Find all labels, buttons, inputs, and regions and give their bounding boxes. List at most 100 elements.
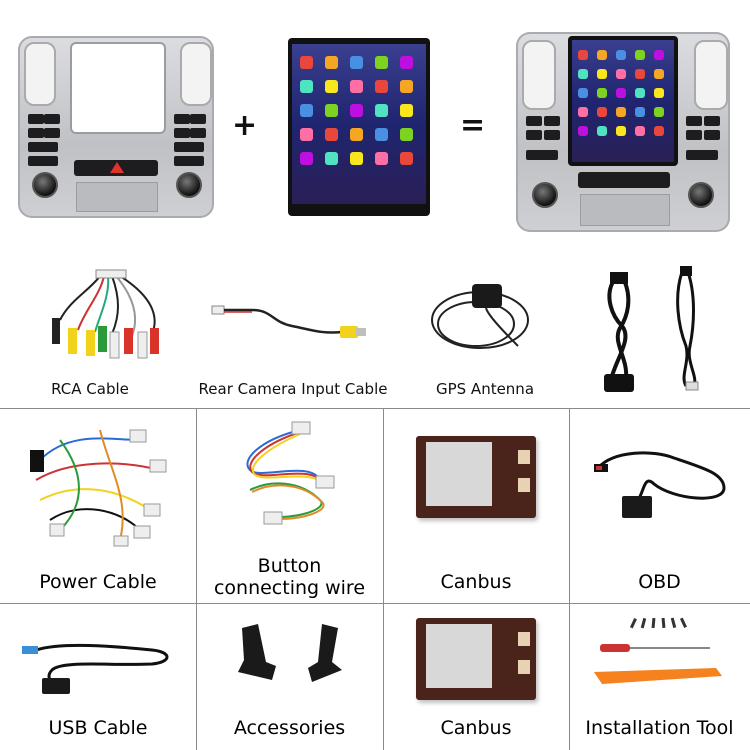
dash-frame-installed bbox=[516, 32, 730, 232]
usb-cable-caption: USB Cable bbox=[48, 717, 148, 739]
grid-line-h bbox=[0, 603, 750, 604]
app-icon bbox=[350, 80, 363, 93]
app-icon bbox=[325, 104, 338, 117]
dash-button bbox=[28, 114, 44, 124]
dash-button bbox=[190, 128, 206, 138]
app-icon bbox=[635, 50, 645, 60]
rca-cable-image bbox=[52, 269, 159, 359]
canbus-caption: Canbus bbox=[440, 571, 512, 593]
grid-line-v bbox=[383, 408, 384, 750]
app-icon bbox=[578, 69, 588, 79]
right-vent bbox=[180, 42, 212, 106]
dash-button bbox=[28, 156, 58, 166]
app-icon bbox=[578, 88, 588, 98]
canbus-label-blur bbox=[426, 442, 492, 506]
canbus-port bbox=[518, 632, 530, 646]
rca-cable-caption: RCA Cable bbox=[51, 380, 129, 398]
app-icon bbox=[300, 104, 313, 117]
app-icon bbox=[375, 80, 388, 93]
screen-slot bbox=[70, 42, 166, 134]
obd-caption: OBD bbox=[638, 571, 681, 593]
hazard-panel bbox=[578, 172, 670, 188]
app-icon bbox=[350, 128, 363, 141]
app-icon bbox=[400, 56, 413, 69]
app-icon bbox=[300, 56, 313, 69]
app-icon bbox=[300, 128, 313, 141]
app-icon bbox=[350, 56, 363, 69]
app-icon bbox=[635, 126, 645, 136]
app-icon bbox=[616, 88, 626, 98]
right-knob bbox=[176, 172, 202, 198]
app-icon bbox=[597, 69, 607, 79]
gps-antenna-caption: GPS Antenna bbox=[435, 380, 535, 398]
canbus-port bbox=[518, 478, 530, 492]
app-icon bbox=[325, 80, 338, 93]
app-icon bbox=[375, 104, 388, 117]
app-icon bbox=[578, 126, 588, 136]
grid-line-h bbox=[0, 408, 750, 409]
dash-button bbox=[686, 150, 718, 160]
installation-tool-image bbox=[594, 617, 722, 684]
app-icon bbox=[400, 80, 413, 93]
app-icon bbox=[616, 126, 626, 136]
app-icon bbox=[654, 88, 664, 98]
dash-button bbox=[174, 156, 204, 166]
app-icon bbox=[400, 152, 413, 165]
power-cable-image bbox=[30, 429, 167, 547]
power-cable-caption: Power Cable bbox=[39, 571, 157, 593]
dash-button bbox=[686, 130, 702, 140]
dash-button bbox=[544, 116, 560, 126]
app-icon bbox=[597, 126, 607, 136]
rear-camera-cable-image bbox=[211, 305, 366, 338]
app-icon bbox=[400, 104, 413, 117]
usb-cable-image bbox=[22, 643, 169, 694]
app-icon bbox=[375, 128, 388, 141]
dash-button bbox=[544, 130, 560, 140]
app-icon bbox=[597, 88, 607, 98]
hazard-icon bbox=[110, 162, 124, 173]
canbus-box-image bbox=[416, 436, 536, 518]
dash-button bbox=[704, 116, 720, 126]
dash-frame-empty bbox=[18, 36, 214, 218]
lower-tray bbox=[580, 194, 670, 226]
lower-tray bbox=[76, 182, 158, 212]
app-icon bbox=[578, 107, 588, 117]
tablet-screen bbox=[292, 44, 426, 204]
dash-button bbox=[526, 150, 558, 160]
app-icon bbox=[654, 107, 664, 117]
accessories-image bbox=[238, 624, 342, 682]
left-vent bbox=[522, 40, 556, 110]
grid-line-v bbox=[569, 408, 570, 750]
installed-tablet bbox=[568, 36, 678, 166]
app-icon bbox=[375, 152, 388, 165]
dash-button bbox=[526, 116, 542, 126]
dash-button bbox=[686, 116, 702, 126]
canbus-port bbox=[518, 660, 530, 674]
dash-button bbox=[44, 114, 60, 124]
tablet-head-unit bbox=[288, 38, 430, 216]
rear-camera-caption: Rear Camera Input Cable bbox=[198, 380, 388, 398]
app-icon bbox=[578, 50, 588, 60]
app-icon bbox=[635, 107, 645, 117]
app-icon bbox=[325, 152, 338, 165]
app-icon bbox=[325, 128, 338, 141]
app-icon bbox=[350, 104, 363, 117]
left-knob bbox=[32, 172, 58, 198]
app-icon bbox=[300, 152, 313, 165]
dash-button bbox=[174, 114, 190, 124]
app-icon bbox=[616, 50, 626, 60]
usb-extension-image bbox=[604, 266, 699, 392]
button-wire-image bbox=[246, 421, 335, 525]
canbus-port bbox=[518, 450, 530, 464]
dash-button bbox=[28, 142, 58, 152]
canbus-box-image bbox=[416, 618, 536, 700]
installation-tool-caption: Installation Tool bbox=[585, 717, 734, 739]
dash-button bbox=[44, 128, 60, 138]
installed-screen bbox=[572, 40, 674, 162]
dash-button bbox=[174, 142, 204, 152]
app-icon bbox=[616, 69, 626, 79]
right-vent bbox=[694, 40, 728, 110]
button-wire-caption: Button connecting wire bbox=[213, 555, 366, 599]
obd-cable-image bbox=[594, 451, 726, 518]
plus-sign: + bbox=[232, 108, 258, 143]
